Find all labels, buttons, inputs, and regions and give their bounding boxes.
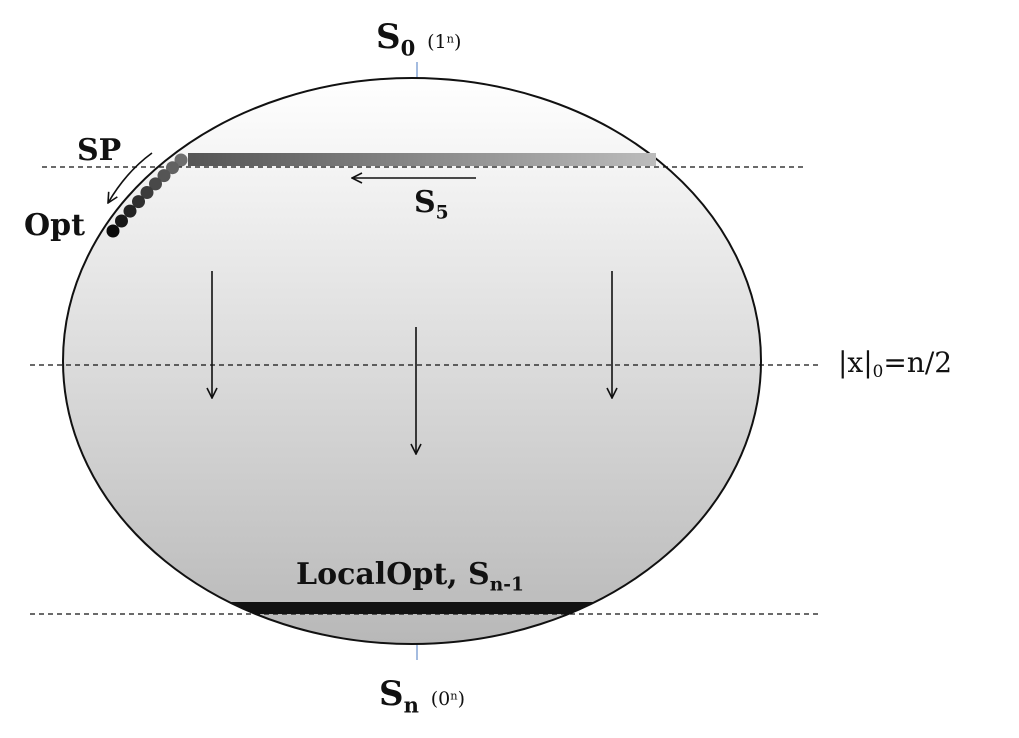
- top-state-paren-open: (1: [427, 31, 447, 53]
- top-state-label: S0 (1n): [376, 20, 461, 58]
- s5-sub: 5: [435, 202, 449, 224]
- top-state-main: S: [376, 17, 401, 57]
- path-dot: [132, 195, 145, 209]
- local-opt-band: [63, 602, 761, 614]
- top-state-sub: 0: [400, 35, 416, 61]
- top-state-paren-close: ): [453, 31, 462, 53]
- bottom-state-paren-open: (0: [430, 688, 451, 710]
- s5-main: S: [414, 185, 436, 220]
- local-opt-label: LocalOpt, Sn-1: [296, 560, 524, 595]
- top-gradient-bar: [188, 153, 656, 166]
- bottom-state-main: S: [379, 674, 404, 714]
- search-space-ellipse: [62, 77, 762, 645]
- top-state-paren: (1n): [427, 31, 461, 53]
- path-dot: [166, 161, 179, 175]
- descent-path: [106, 153, 188, 238]
- top-state-paren-sup: n: [446, 31, 454, 46]
- bottom-state-paren-close: ): [457, 688, 466, 710]
- bottom-state-paren: (0n): [431, 688, 465, 710]
- path-dot: [149, 177, 162, 191]
- opt-label: Opt: [24, 208, 85, 243]
- sp-to-opt-arrow: [108, 152, 153, 203]
- mid-level-sub: 0: [872, 361, 884, 382]
- bottom-state-label: Sn (0n): [379, 677, 465, 715]
- local-opt-main: LocalOpt, S: [296, 557, 490, 592]
- opt-point: [106, 224, 120, 238]
- sp-label: SP: [77, 133, 122, 168]
- mid-level-pre: |x|: [838, 346, 873, 379]
- local-opt-sub: n-1: [489, 574, 524, 596]
- path-dot: [123, 204, 137, 218]
- bottom-state-paren-sup: n: [450, 688, 458, 703]
- mid-level-label: |x|0=n/2: [838, 349, 952, 380]
- mid-level-post: =n/2: [883, 346, 953, 379]
- s5-label: S5: [414, 188, 449, 223]
- path-dot: [140, 186, 154, 199]
- bottom-state-sub: n: [403, 692, 419, 718]
- path-dot: [174, 153, 188, 167]
- path-dot: [157, 169, 171, 183]
- path-dot: [115, 214, 128, 228]
